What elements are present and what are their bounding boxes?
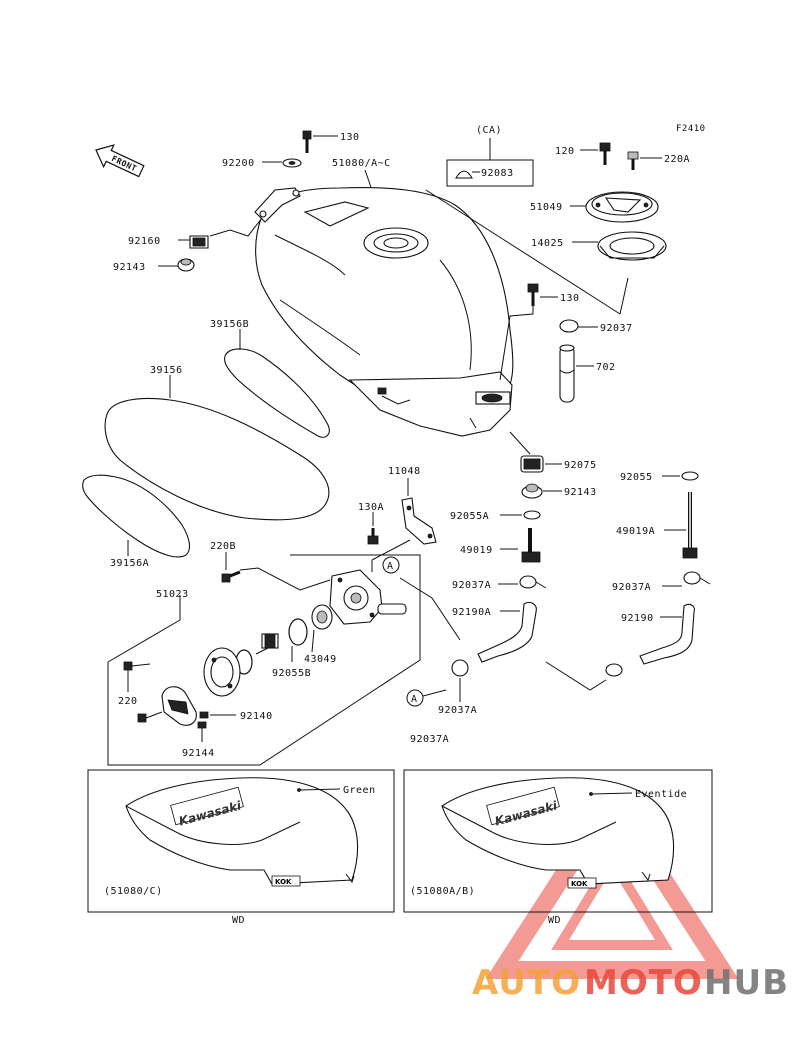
label-92083: 92083 xyxy=(481,168,514,179)
label-39156: 39156 xyxy=(150,365,183,376)
label-51023: 51023 xyxy=(156,589,189,600)
fuel-cap xyxy=(585,191,659,223)
ca-label: (CA) xyxy=(476,125,502,136)
label-220B: 220B xyxy=(210,541,236,552)
label-130A: 130A xyxy=(358,502,384,513)
label-92055: 92055 xyxy=(620,472,653,483)
label-92037A-right: 92037A xyxy=(612,582,651,593)
badge-right: KOK xyxy=(571,880,588,888)
svg-text:HUB: HUB xyxy=(704,963,789,1003)
label-130-mid: 130 xyxy=(560,293,580,304)
label-220: 220 xyxy=(118,696,138,707)
label-92037: 92037 xyxy=(600,323,633,334)
label-11048: 11048 xyxy=(388,466,421,477)
figure-code: F2410 xyxy=(676,124,706,134)
label-220A: 220A xyxy=(664,154,690,165)
label-92055A: 92055A xyxy=(450,511,489,522)
pad-39156A xyxy=(82,474,191,558)
label-92144: 92144 xyxy=(182,748,215,759)
pad-39156 xyxy=(104,397,330,521)
label-92190A: 92190A xyxy=(452,607,491,618)
label-92143-left: 92143 xyxy=(113,262,146,273)
marker-a-upper xyxy=(382,556,400,574)
svg-text:MOTO: MOTO xyxy=(584,963,703,1003)
pad-39156B xyxy=(223,348,330,438)
svg-text:A: A xyxy=(387,561,394,572)
label-92140: 92140 xyxy=(240,711,273,722)
color-panel-left: Kawasaki KOK Green (51080/C) xyxy=(87,769,395,913)
label-49019: 49019 xyxy=(460,545,493,556)
label-92037A-bottom: 92037A xyxy=(410,734,449,745)
label-92037A-lower: 92037A xyxy=(438,705,477,716)
model-right: WD xyxy=(548,915,561,926)
label-92075: 92075 xyxy=(564,460,597,471)
label-39156A: 39156A xyxy=(110,558,149,569)
model-left: WD xyxy=(232,915,245,926)
watermark-wordmark: AUTO MOTO HUB xyxy=(472,963,789,1003)
label-39156B: 39156B xyxy=(210,319,249,330)
front-arrow-icon: FRONT xyxy=(95,144,145,178)
fuel-tap-lever-plate xyxy=(203,647,241,697)
code-left: (51080/C) xyxy=(104,886,163,897)
label-92055B: 92055B xyxy=(272,668,311,679)
label-49019A: 49019A xyxy=(616,526,655,537)
label-14025: 14025 xyxy=(531,238,564,249)
badge-left: KOK xyxy=(275,878,292,886)
svg-text:AUTO: AUTO xyxy=(472,963,581,1003)
color-label-green: Green xyxy=(343,785,376,796)
fuel-tank xyxy=(254,186,514,437)
label-92143-mid: 92143 xyxy=(564,487,597,498)
watermark-logo xyxy=(485,783,739,979)
fuel-tap-lever xyxy=(161,686,197,726)
marker-a-lower xyxy=(406,689,424,707)
label-51049: 51049 xyxy=(530,202,563,213)
label-92037A-center: 92037A xyxy=(452,580,491,591)
label-702: 702 xyxy=(596,362,616,373)
label-120: 120 xyxy=(555,146,575,157)
label-130-top: 130 xyxy=(340,132,360,143)
label-92200: 92200 xyxy=(222,158,255,169)
fuel-tap-body xyxy=(329,539,411,625)
ca-box xyxy=(446,159,534,187)
cap-gasket xyxy=(597,231,667,261)
label-92190: 92190 xyxy=(621,613,654,624)
label-43049: 43049 xyxy=(304,654,337,665)
svg-text:A: A xyxy=(411,694,418,705)
code-right: (51080A/B) xyxy=(410,886,475,897)
color-panel-right: Kawasaki KOK Eventide (51080A/B) xyxy=(403,769,713,913)
color-label-eventide: Eventide xyxy=(635,789,687,800)
label-51080: 51080/A~C xyxy=(332,158,391,169)
label-92160: 92160 xyxy=(128,236,161,247)
